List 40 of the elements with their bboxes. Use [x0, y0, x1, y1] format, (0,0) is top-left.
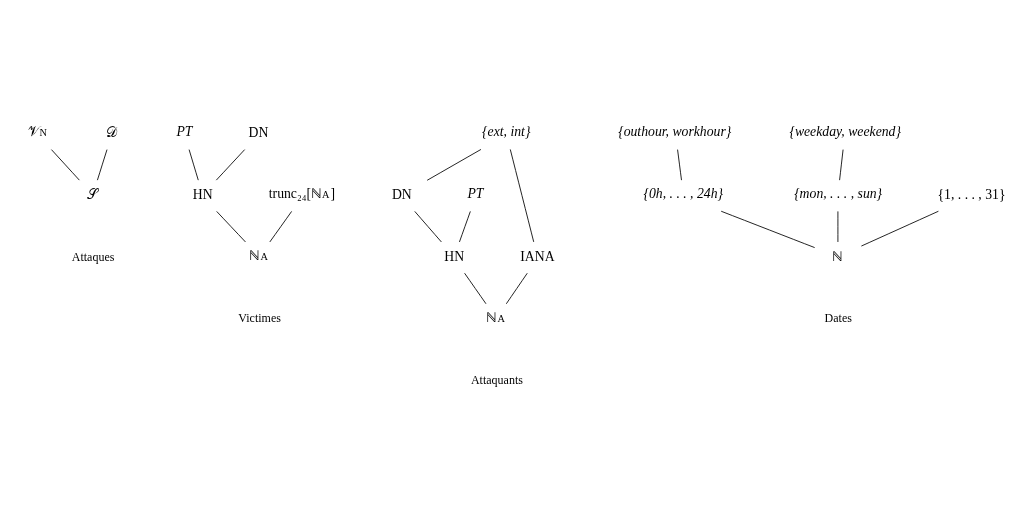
connector [215, 148, 246, 181]
node-text: {mon, . . . , sun} [794, 185, 883, 201]
connector [51, 148, 80, 181]
connector [839, 148, 844, 181]
node-text: DN [391, 186, 412, 202]
connector [459, 210, 471, 242]
node-text: ℕA [486, 309, 505, 325]
node-text: 𝒟 [106, 124, 118, 140]
node-text: PT [176, 123, 193, 139]
node-text: ℕ [832, 248, 844, 264]
connector [505, 272, 528, 304]
node-text: {0h, . . . , 24h} [643, 185, 724, 201]
label: Dates [824, 310, 852, 325]
connector [464, 272, 487, 304]
connector [269, 210, 293, 242]
node-text: 𝒮 [87, 186, 99, 202]
node-text: {1, . . . , 31} [937, 186, 1006, 202]
node-text: trunc₂₄[ℕA] [268, 185, 336, 201]
connector [414, 210, 442, 242]
node-text: DN [248, 124, 269, 140]
label: Victimes [238, 310, 281, 325]
connector [96, 148, 108, 181]
connector [860, 210, 939, 246]
node-text: HN [444, 248, 465, 264]
node-text: {weekday, weekend} [789, 123, 901, 139]
node-text: ℕA [249, 247, 269, 263]
connector [216, 210, 246, 242]
node-text: HN [192, 186, 213, 202]
node-text: IANA [520, 248, 555, 264]
node-text: {ext, int} [482, 123, 531, 139]
connector [720, 210, 816, 248]
node-text: 𝒱N [27, 123, 48, 139]
connector [188, 148, 199, 181]
label: Attaquants [470, 372, 523, 387]
connector [677, 148, 682, 181]
connector [426, 148, 482, 181]
connector [509, 148, 535, 242]
node-text: PT [467, 185, 484, 201]
label: Attaques [71, 249, 115, 264]
node-text: {outhour, workhour} [618, 123, 732, 139]
